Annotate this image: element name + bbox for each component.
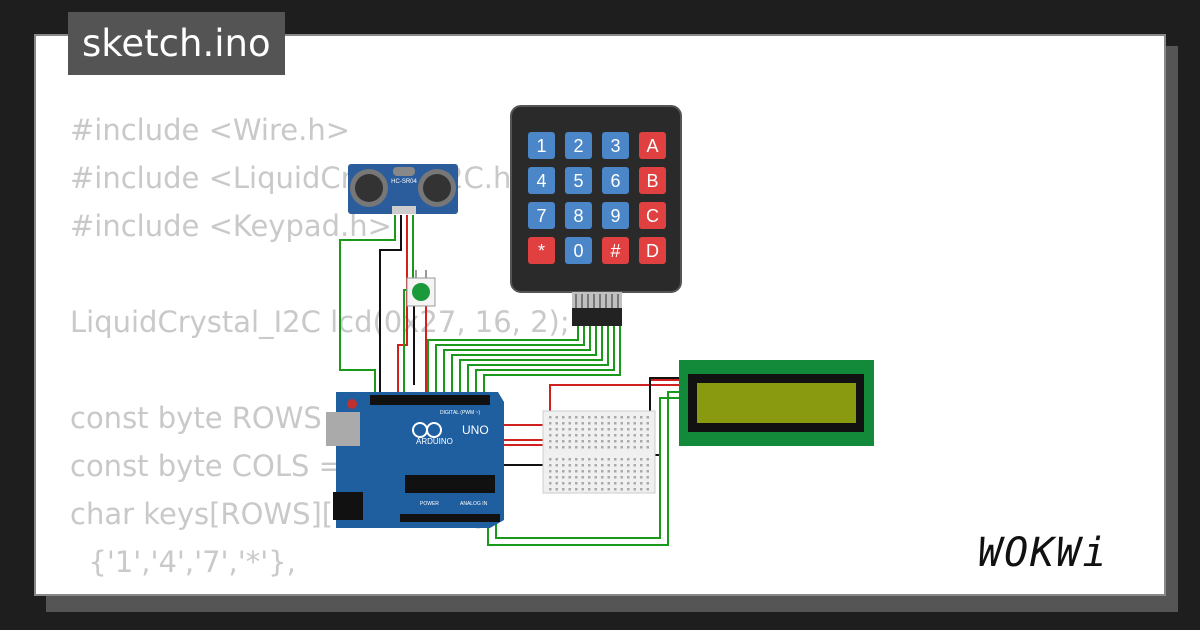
arduino-digital-label: DIGITAL (PWM ~) bbox=[440, 410, 480, 416]
keypad-key-label: 5 bbox=[573, 171, 583, 191]
keypad-key bbox=[639, 237, 666, 264]
arduino-model: UNO bbox=[462, 423, 489, 437]
code-line: const byte COLS = 4; bbox=[70, 449, 381, 483]
keypad-key bbox=[602, 167, 629, 194]
keypad-key bbox=[565, 167, 592, 194]
keypad-key bbox=[528, 167, 555, 194]
ultrasonic-label: HC-SR04 bbox=[391, 179, 417, 185]
wires bbox=[339, 215, 690, 546]
keypad-key-label: A bbox=[646, 136, 658, 156]
keypad-key-label: 0 bbox=[573, 241, 583, 261]
arduino-uno: UNO ARDUINO DIGITAL (PWM ~) POWER ANALOG… bbox=[326, 392, 504, 528]
lcd-display bbox=[679, 360, 874, 446]
keypad-key bbox=[528, 202, 555, 229]
keypad: 1 2 3 A 4 5 6 B 7 8 9 C * 0 # D bbox=[510, 105, 682, 326]
keypad-key bbox=[528, 237, 555, 264]
keypad-key-label: * bbox=[538, 241, 545, 261]
file-tab[interactable]: sketch.ino bbox=[68, 12, 285, 75]
keypad-key-label: 1 bbox=[536, 136, 546, 156]
keypad-key bbox=[528, 132, 555, 159]
keypad-key-label: C bbox=[646, 206, 659, 226]
breadboard bbox=[542, 410, 656, 494]
arduino-analog-label: ANALOG IN bbox=[460, 501, 488, 507]
keypad-key bbox=[602, 132, 629, 159]
code-line: LiquidCrystal_I2C lcd(0x27, 16, 2); bbox=[70, 305, 570, 339]
pushbutton bbox=[406, 270, 436, 307]
keypad-key-label: 4 bbox=[536, 171, 546, 191]
code-line: {'2','5','8','0'}, bbox=[70, 586, 570, 594]
code-line: #include <Keypad.h> bbox=[70, 209, 392, 243]
keypad-key-label: D bbox=[646, 241, 659, 261]
keypad-key bbox=[639, 202, 666, 229]
arduino-brand: ARDUINO bbox=[416, 437, 453, 446]
code-line: #include <Wire.h> bbox=[70, 113, 351, 147]
keypad-key-label: 9 bbox=[610, 206, 620, 226]
keypad-key bbox=[639, 132, 666, 159]
wokwi-logo: WOKWi bbox=[978, 530, 1109, 576]
keypad-key-label: 3 bbox=[610, 136, 620, 156]
code-line: {'1','4','7','*'}, bbox=[70, 545, 296, 579]
keypad-key bbox=[602, 237, 629, 264]
keypad-key-label: 8 bbox=[573, 206, 583, 226]
keypad-key bbox=[565, 132, 592, 159]
keypad-key-label: 2 bbox=[573, 136, 583, 156]
keypad-key-label: # bbox=[610, 241, 620, 261]
ultrasonic-sensor: HC-SR04 bbox=[348, 164, 458, 214]
keypad-key-label: 6 bbox=[610, 171, 620, 191]
keypad-key bbox=[639, 167, 666, 194]
keypad-key bbox=[602, 202, 629, 229]
keypad-key bbox=[565, 202, 592, 229]
keypad-key-label: 7 bbox=[536, 206, 546, 226]
keypad-key bbox=[565, 237, 592, 264]
keypad-key-label: B bbox=[646, 171, 658, 191]
arduino-power-label: POWER bbox=[420, 501, 439, 507]
